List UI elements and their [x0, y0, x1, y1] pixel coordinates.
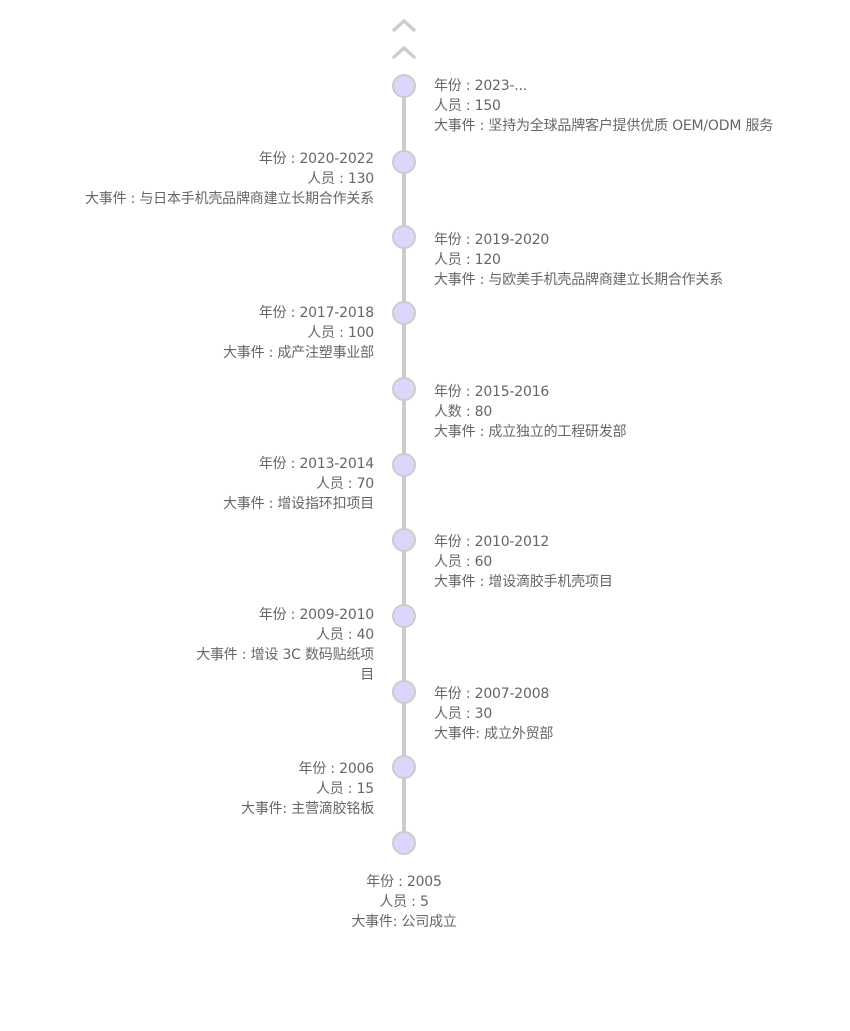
- entry-event: 大事件 : 增设指环扣项目: [222, 496, 374, 512]
- entry-event: 大事件 : 成产注塑事业部: [222, 345, 374, 361]
- entry-year: 年份 : 2015-2016: [434, 384, 550, 400]
- entry-event: 大事件 : 坚持为全球品牌客户提供优质 OEM/ODM 服务: [434, 118, 774, 134]
- timeline-dot-icon: [392, 453, 416, 477]
- entry-staff: 人员 : 60: [434, 554, 493, 570]
- entry-event: 大事件 : 与欧美手机壳品牌商建立长期合作关系: [434, 272, 724, 288]
- entry-event: 大事件: 主营滴胶铭板: [241, 801, 374, 817]
- chevron-up-icon[interactable]: [392, 18, 416, 32]
- entry-year: 年份 : 2005: [366, 874, 442, 890]
- timeline-entry: 年份 : 2010-2012 人员 : 60 大事件 : 增设滴胶手机壳项目: [434, 532, 784, 592]
- entry-year: 年份 : 2019-2020: [434, 232, 550, 248]
- timeline-entry: 年份 : 2019-2020 人员 : 120 大事件 : 与欧美手机壳品牌商建…: [434, 230, 784, 290]
- entry-staff: 人员 : 120: [434, 252, 501, 268]
- entry-staff: 人员 : 100: [307, 325, 374, 341]
- entry-year: 年份 : 2023-...: [434, 78, 528, 94]
- entry-year: 年份 : 2017-2018: [258, 305, 374, 321]
- entry-year: 年份 : 2010-2012: [434, 534, 550, 550]
- entry-staff: 人员 : 70: [315, 476, 374, 492]
- timeline-entry: 年份 : 2006 人员 : 15 大事件: 主营滴胶铭板: [84, 759, 374, 819]
- entry-staff: 人员 : 5: [379, 894, 429, 910]
- entry-year: 年份 : 2013-2014: [258, 456, 374, 472]
- timeline-dot-icon: [392, 301, 416, 325]
- timeline-dot-icon: [392, 377, 416, 401]
- entry-staff: 人数 : 80: [434, 404, 493, 420]
- timeline-dot-icon: [392, 150, 416, 174]
- entry-staff: 人员 : 40: [315, 627, 374, 643]
- entry-year: 年份 : 2007-2008: [434, 686, 550, 702]
- timeline-dot-icon: [392, 604, 416, 628]
- timeline-entry: 年份 : 2007-2008 人员 : 30 大事件: 成立外贸部: [434, 684, 784, 744]
- timeline-entry: 年份 : 2005 人员 : 5 大事件: 公司成立: [304, 872, 504, 932]
- entry-event: 大事件 : 增设 3C 数码贴纸项目: [196, 647, 374, 683]
- timeline-entry: 年份 : 2020-2022 人员 : 130 大事件 : 与日本手机壳品牌商建…: [84, 149, 374, 209]
- entry-year: 年份 : 2006: [298, 761, 375, 777]
- entry-staff: 人员 : 130: [307, 171, 374, 187]
- entry-year: 年份 : 2020-2022: [258, 151, 374, 167]
- entry-event: 大事件 : 成立独立的工程研发部: [434, 424, 627, 440]
- timeline-dot-icon: [392, 831, 416, 855]
- entry-event: 大事件: 公司成立: [351, 914, 457, 930]
- timeline-entry: 年份 : 2015-2016 人数 : 80 大事件 : 成立独立的工程研发部: [434, 382, 784, 442]
- entry-event: 大事件: 成立外贸部: [434, 726, 554, 742]
- entry-staff: 人员 : 30: [434, 706, 493, 722]
- timeline-entry: 年份 : 2017-2018 人员 : 100 大事件 : 成产注塑事业部: [84, 303, 374, 363]
- timeline-dot-icon: [392, 225, 416, 249]
- timeline-dot-icon: [392, 528, 416, 552]
- timeline-dot-icon: [392, 74, 416, 98]
- timeline-dot-icon: [392, 755, 416, 779]
- entry-event: 大事件 : 与日本手机壳品牌商建立长期合作关系: [84, 191, 374, 207]
- chevron-up-icon[interactable]: [392, 45, 416, 59]
- entry-event: 大事件 : 增设滴胶手机壳项目: [434, 574, 613, 590]
- timeline-entry: 年份 : 2023-... 人员 : 150 大事件 : 坚持为全球品牌客户提供…: [434, 76, 784, 136]
- entry-staff: 人员 : 150: [434, 98, 501, 114]
- timeline-dot-icon: [392, 680, 416, 704]
- timeline-entry: 年份 : 2013-2014 人员 : 70 大事件 : 增设指环扣项目: [84, 454, 374, 514]
- entry-year: 年份 : 2009-2010: [258, 607, 374, 623]
- entry-staff: 人员 : 15: [315, 781, 374, 797]
- timeline-entry: 年份 : 2009-2010 人员 : 40 大事件 : 增设 3C 数码贴纸项…: [194, 605, 374, 685]
